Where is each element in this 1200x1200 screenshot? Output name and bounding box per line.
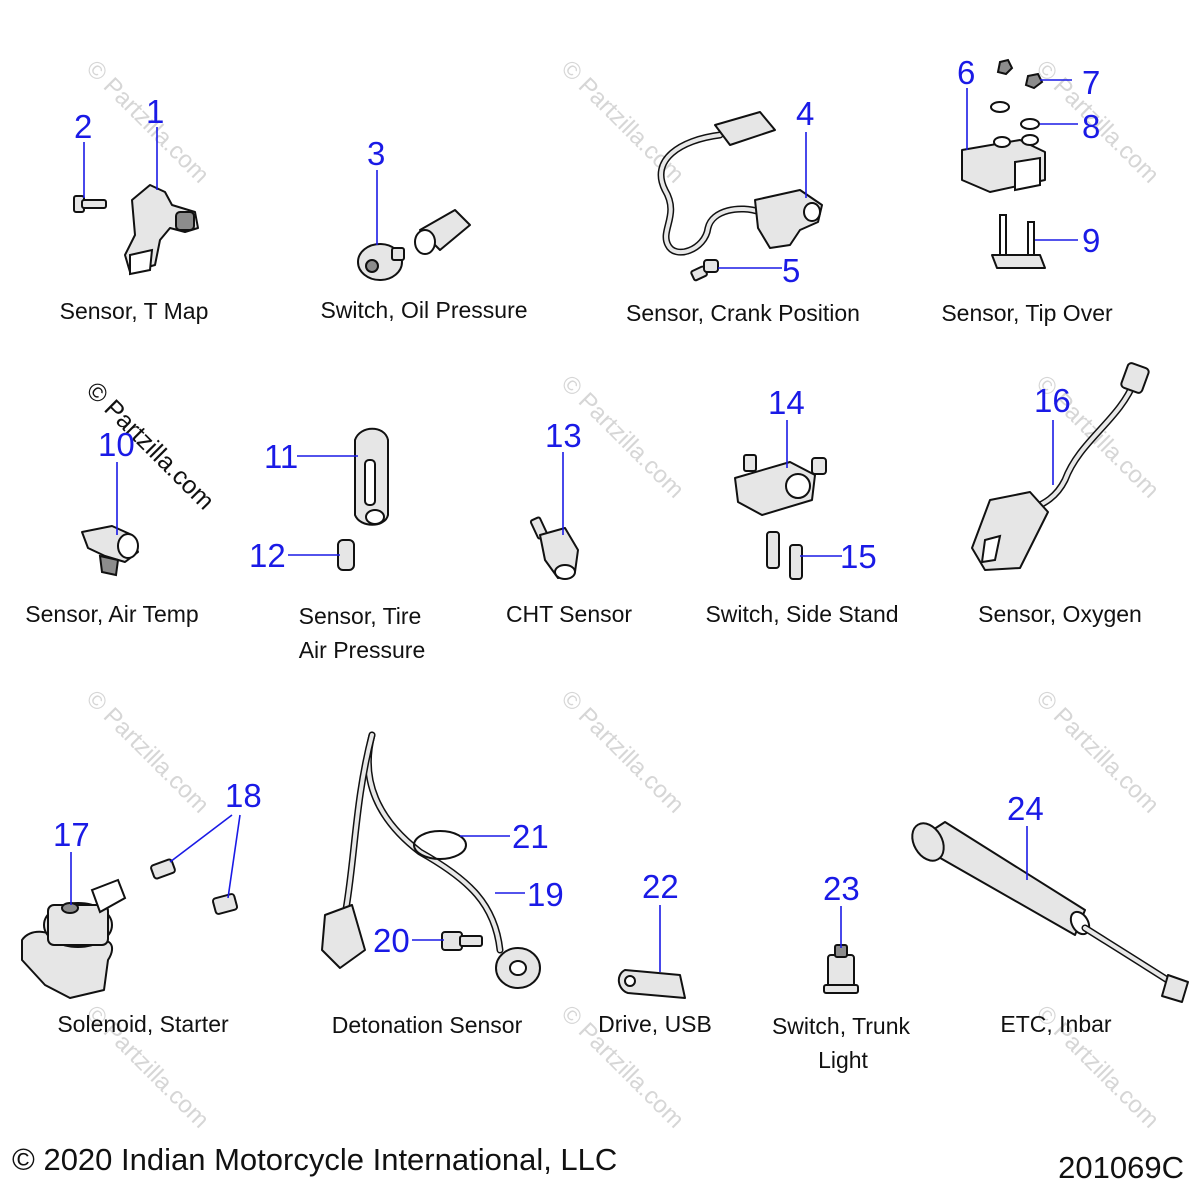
callout-5[interactable]: 5 [782, 252, 800, 289]
watermark: © Partzilla.com [556, 685, 689, 818]
callout-2[interactable]: 2 [74, 108, 92, 145]
caption-side-stand: Switch, Side Stand [705, 601, 898, 627]
callout-17[interactable]: 17 [53, 816, 90, 853]
caption-trunk-light-line2: Light [818, 1047, 868, 1073]
callout-11[interactable]: 11 [264, 438, 298, 475]
usb-drive-illustration [617, 969, 686, 999]
callout-1[interactable]: 1 [146, 93, 164, 130]
side-stand-switch-illustration [734, 454, 827, 516]
t-map-sensor-illustration [124, 184, 199, 276]
callout-14[interactable]: 14 [768, 384, 805, 421]
caption-detonation: Detonation Sensor [332, 1012, 523, 1038]
callout-6[interactable]: 6 [957, 54, 975, 91]
bolt-5-illustration [690, 259, 719, 282]
callout-numbers: 1 2 3 4 5 6 7 8 9 10 11 12 13 14 15 16 1… [53, 54, 1100, 959]
bolt-18-illustration [150, 858, 239, 915]
trunk-light-switch-illustration [823, 944, 859, 994]
callout-4[interactable]: 4 [796, 95, 814, 132]
caption-usb: Drive, USB [598, 1011, 712, 1037]
callout-16[interactable]: 16 [1034, 382, 1071, 419]
callout-18[interactable]: 18 [225, 777, 262, 814]
caption-etc: ETC, Inbar [1000, 1011, 1112, 1037]
caption-air-temp: Sensor, Air Temp [25, 601, 198, 627]
callout-7[interactable]: 7 [1082, 64, 1100, 101]
copyright-notice: © 2020 Indian Motorcycle International, … [12, 1142, 617, 1177]
bolt-20-illustration [441, 931, 483, 951]
callout-21[interactable]: 21 [512, 818, 549, 855]
watermark: © Partzilla.com [81, 685, 214, 818]
oil-pressure-switch-illustration [357, 209, 471, 281]
bolt-2-illustration [73, 195, 107, 213]
crank-position-sensor-illustration [657, 111, 823, 256]
caption-crank-position: Sensor, Crank Position [626, 300, 860, 326]
caption-oxygen: Sensor, Oxygen [978, 601, 1142, 627]
starter-solenoid-illustration [21, 878, 127, 999]
caption-t-map: Sensor, T Map [60, 298, 209, 324]
etc-inbar-illustration [911, 821, 1189, 1003]
caption-starter: Solenoid, Starter [57, 1011, 229, 1037]
watermark: © Partzilla.com [556, 55, 689, 188]
callout-13[interactable]: 13 [545, 417, 582, 454]
valve-12-illustration [337, 539, 355, 571]
bracket-9-illustration [991, 214, 1046, 269]
cht-sensor-illustration [529, 516, 579, 580]
callout-10[interactable]: 10 [98, 426, 135, 463]
callout-22[interactable]: 22 [642, 868, 679, 905]
caption-tire-pressure-line1: Sensor, Tire [299, 603, 422, 629]
callout-9[interactable]: 9 [1082, 222, 1100, 259]
part-captions: Sensor, T Map Switch, Oil Pressure Senso… [25, 297, 1142, 1073]
caption-tire-pressure-line2: Air Pressure [299, 637, 426, 663]
air-temp-sensor-illustration [81, 525, 139, 577]
callout-20[interactable]: 20 [373, 922, 410, 959]
tip-over-sensor-illustration [961, 134, 1046, 193]
callout-15[interactable]: 15 [840, 538, 877, 575]
callout-23[interactable]: 23 [823, 870, 860, 907]
caption-cht: CHT Sensor [506, 601, 632, 627]
caption-tip-over: Sensor, Tip Over [941, 300, 1113, 326]
detonation-sensor-illustration [321, 731, 541, 989]
callout-3[interactable]: 3 [367, 135, 385, 172]
screw-15-illustration [766, 531, 803, 580]
callout-24[interactable]: 24 [1007, 790, 1044, 827]
oxygen-sensor-illustration [971, 362, 1150, 571]
diagram-id: 201069C [1058, 1150, 1184, 1185]
watermark: © Partzilla.com [1031, 685, 1164, 818]
callout-19[interactable]: 19 [527, 876, 564, 913]
callout-8[interactable]: 8 [1082, 108, 1100, 145]
caption-oil-pressure: Switch, Oil Pressure [320, 297, 527, 323]
nut-7-illustration [996, 58, 1044, 90]
tire-pressure-sensor-illustration [354, 427, 389, 526]
callout-12[interactable]: 12 [249, 537, 286, 574]
caption-trunk-light-line1: Switch, Trunk [772, 1013, 911, 1039]
washer-8-illustration [990, 101, 1040, 130]
